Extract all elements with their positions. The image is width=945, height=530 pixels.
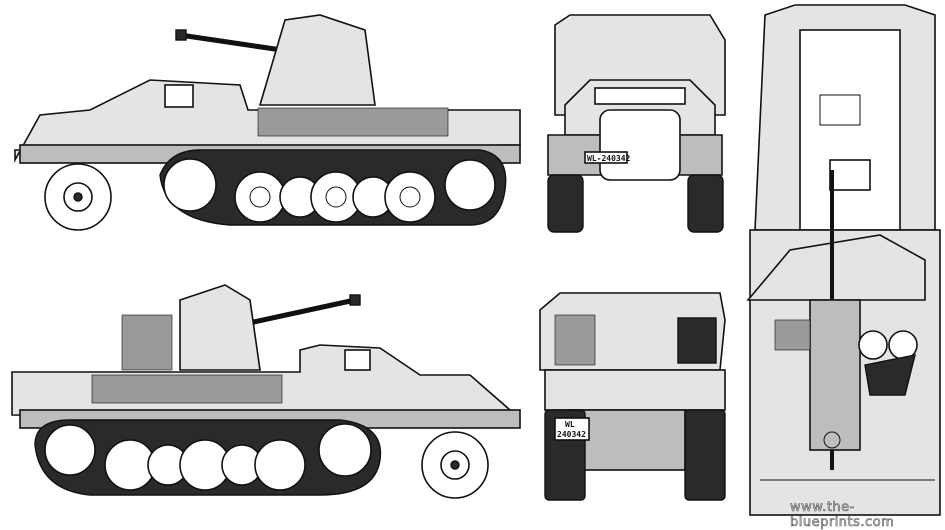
gun-shield — [258, 14, 376, 106]
side-mesh-panel — [257, 107, 449, 137]
drive-sprocket — [318, 423, 372, 477]
gun-barrel — [239, 297, 356, 328]
ammo-box-top — [774, 319, 811, 351]
front-plate-text: WL-240342 — [587, 154, 631, 163]
idler-wheel — [444, 159, 496, 211]
gun-shield — [179, 284, 261, 371]
hull-window — [164, 84, 194, 108]
shield-panel — [677, 317, 717, 364]
seat-left — [858, 330, 888, 360]
idler-wheel — [44, 424, 96, 476]
hull-window — [344, 349, 371, 371]
gun-shield-top — [746, 234, 926, 301]
muzzle-brake — [175, 29, 187, 41]
top-view — [746, 4, 941, 516]
front-plate — [584, 151, 628, 164]
right-track-rear — [684, 409, 726, 501]
front-view: WL-240342 — [547, 14, 726, 233]
drive-sprocket — [163, 158, 217, 212]
gun-mount-top — [809, 299, 861, 451]
side-view-right — [11, 284, 521, 499]
ammo-rack — [554, 314, 596, 366]
muzzle-brake — [349, 294, 361, 306]
radiator-hood — [599, 109, 681, 181]
visor — [594, 87, 686, 105]
front-left-tire — [547, 174, 584, 233]
rear-plate — [554, 417, 590, 441]
front-right-tire — [687, 174, 724, 233]
engine-deck — [799, 29, 901, 231]
side-view-left — [14, 14, 521, 231]
rear-plate-line2: 240342 — [557, 430, 586, 439]
shield-panel-top — [864, 354, 916, 396]
ammo-box — [121, 314, 173, 371]
rear-deck — [544, 369, 726, 411]
watermark: www.the-blueprints.com — [790, 500, 895, 530]
rear-view: WL 240342 — [539, 292, 726, 501]
rear-plate-line1: WL — [565, 420, 575, 429]
side-mesh-panel — [91, 374, 283, 404]
